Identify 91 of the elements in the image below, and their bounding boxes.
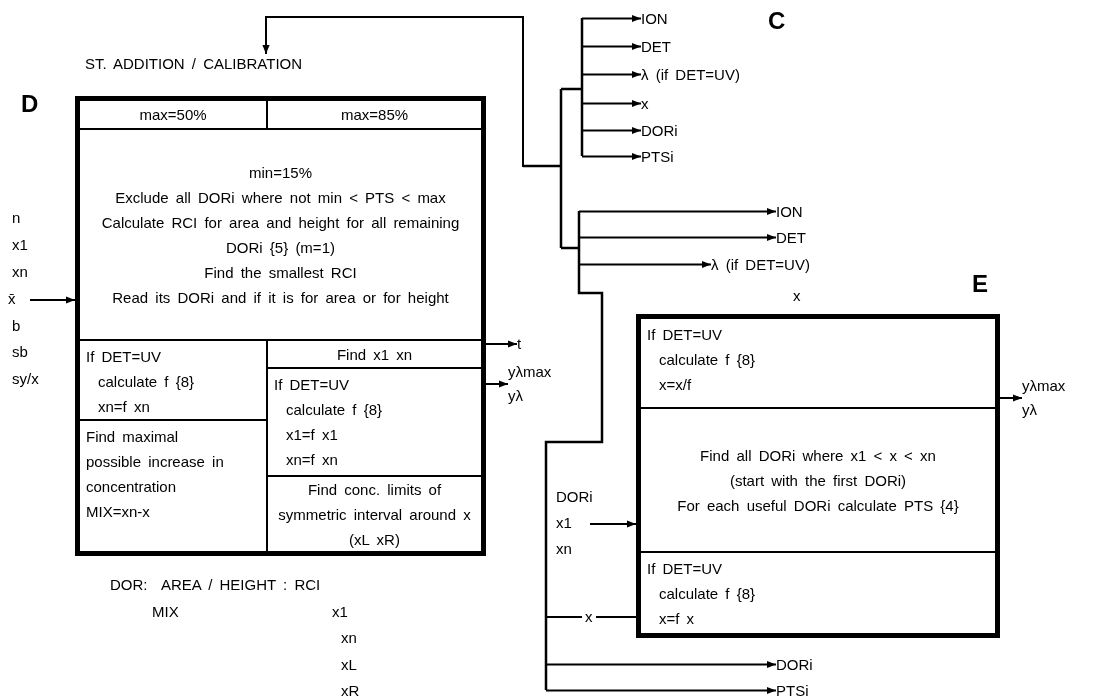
cell-text: max=50%: [139, 105, 207, 125]
arrow: [581, 42, 642, 51]
arrow: [29, 296, 76, 304]
signal-label: x1: [12, 235, 28, 254]
signal-label: ST. ADDITION / CALIBRATION: [85, 54, 430, 76]
arrow: [581, 126, 642, 135]
process-cell: [267, 476, 482, 552]
arrow: [581, 14, 642, 23]
signal-label: yλ: [1022, 400, 1038, 420]
signal-label: λ (if DET=UV): [711, 255, 851, 274]
cell-text: Find x1 xn: [336, 344, 413, 365]
signal-label: sy/x: [12, 369, 39, 388]
arrow: [589, 520, 637, 528]
arrow: [581, 70, 642, 79]
signal-label: yλ: [508, 386, 524, 406]
signal-label: ION: [641, 9, 691, 28]
cell-text: x=x/f: [658, 375, 692, 395]
process-cell: [640, 408, 996, 552]
arrow: [545, 660, 777, 669]
cell-text: min=15%: [249, 162, 312, 183]
signal-label: x: [641, 94, 661, 113]
box-heading: E: [972, 270, 988, 298]
arrow: [485, 340, 518, 348]
process-cell: [640, 552, 996, 634]
panel-letter: C: [768, 8, 786, 34]
signal-label: x̄: [8, 289, 30, 311]
arrow: [581, 99, 642, 108]
cell-text: For each useful DORi calculate PTS {4}: [677, 495, 959, 516]
cell-text: If DET=UV: [86, 347, 162, 367]
signal-label: x1: [556, 513, 573, 533]
cell-text: xn=f xn: [97, 397, 150, 417]
process-cell: [79, 129, 482, 340]
cell-text: calculate f {8}: [658, 350, 756, 370]
cell-text: x=f x: [658, 609, 695, 629]
signal-label: b: [12, 316, 21, 335]
process-cell: [79, 340, 267, 420]
signal-label: MIX: [152, 602, 179, 621]
arrow: [578, 207, 777, 216]
cell-text: If DET=UV: [274, 375, 350, 395]
signal-label: DOR: AREA / HEIGHT : RCI: [110, 575, 321, 594]
cell-text: If DET=UV: [647, 559, 723, 579]
arrow: [581, 152, 642, 161]
arrow: [485, 380, 509, 388]
signal-label: DORi: [556, 487, 590, 507]
signal-label: n: [12, 208, 21, 227]
signal-label: DET: [776, 228, 826, 247]
cell-text: Read its DORi and if it is for area or for height: [112, 287, 449, 308]
process-cell: [79, 100, 267, 129]
process-cell: [79, 420, 267, 552]
cell-text: Find maximal possible increase in concentration: [86, 427, 225, 497]
arrow: [999, 394, 1023, 402]
signal-label: x: [793, 286, 801, 305]
signal-label: xn: [12, 262, 28, 281]
cell-text: (start with the first DORi): [729, 470, 907, 491]
cell-text: MIX=xn-x: [86, 502, 150, 522]
cell-text: xn=f xn: [285, 450, 338, 470]
process-cell: [267, 100, 482, 129]
cell-text: Exclude all DORi where not min < PTS < max: [115, 187, 446, 208]
signal-label: xL: [341, 655, 357, 674]
signal-label: t: [517, 334, 531, 354]
cell-text: Find all DORi where x1 < x < xn: [700, 445, 936, 466]
signal-label: DORi: [641, 121, 691, 140]
signal-label: yλmax: [508, 362, 553, 382]
signal-label: sb: [12, 342, 28, 361]
cell-text: Find the smallest RCI: [204, 262, 357, 283]
signal-label: DET: [641, 37, 691, 56]
process-cell: [267, 368, 482, 476]
cell-text: If DET=UV: [647, 325, 723, 345]
process-cell: [267, 340, 482, 368]
cell-text: max=85%: [340, 105, 409, 125]
box-heading: D: [21, 90, 39, 118]
signal-label: yλmax: [1022, 376, 1067, 396]
signal-label: x1: [332, 602, 348, 621]
cell-text: Find conc. limits of symmetric interval around x (xL xR): [277, 479, 472, 550]
cell-text: x1=f x1: [285, 425, 338, 445]
arrow: [578, 233, 777, 242]
signal-label: λ (if DET=UV): [641, 65, 781, 84]
cell-text: Calculate RCI for area and height for all remaining DORi {5} (m=1): [100, 212, 461, 258]
cell-text: calculate f {8}: [658, 584, 756, 604]
arrow: [578, 260, 712, 269]
signal-label: xn: [341, 628, 357, 647]
cell-text: calculate f {8}: [285, 400, 383, 420]
signal-label: ION: [776, 202, 826, 221]
signal-label: DORi: [776, 655, 826, 674]
signal-label: PTSi: [641, 147, 691, 166]
process-cell: [640, 318, 996, 408]
cell-text: calculate f {8}: [97, 372, 195, 392]
arrow: [545, 686, 777, 695]
signal-label: xn: [556, 539, 573, 559]
signal-label: xR: [341, 681, 360, 698]
signal-label: PTSi: [776, 681, 826, 698]
